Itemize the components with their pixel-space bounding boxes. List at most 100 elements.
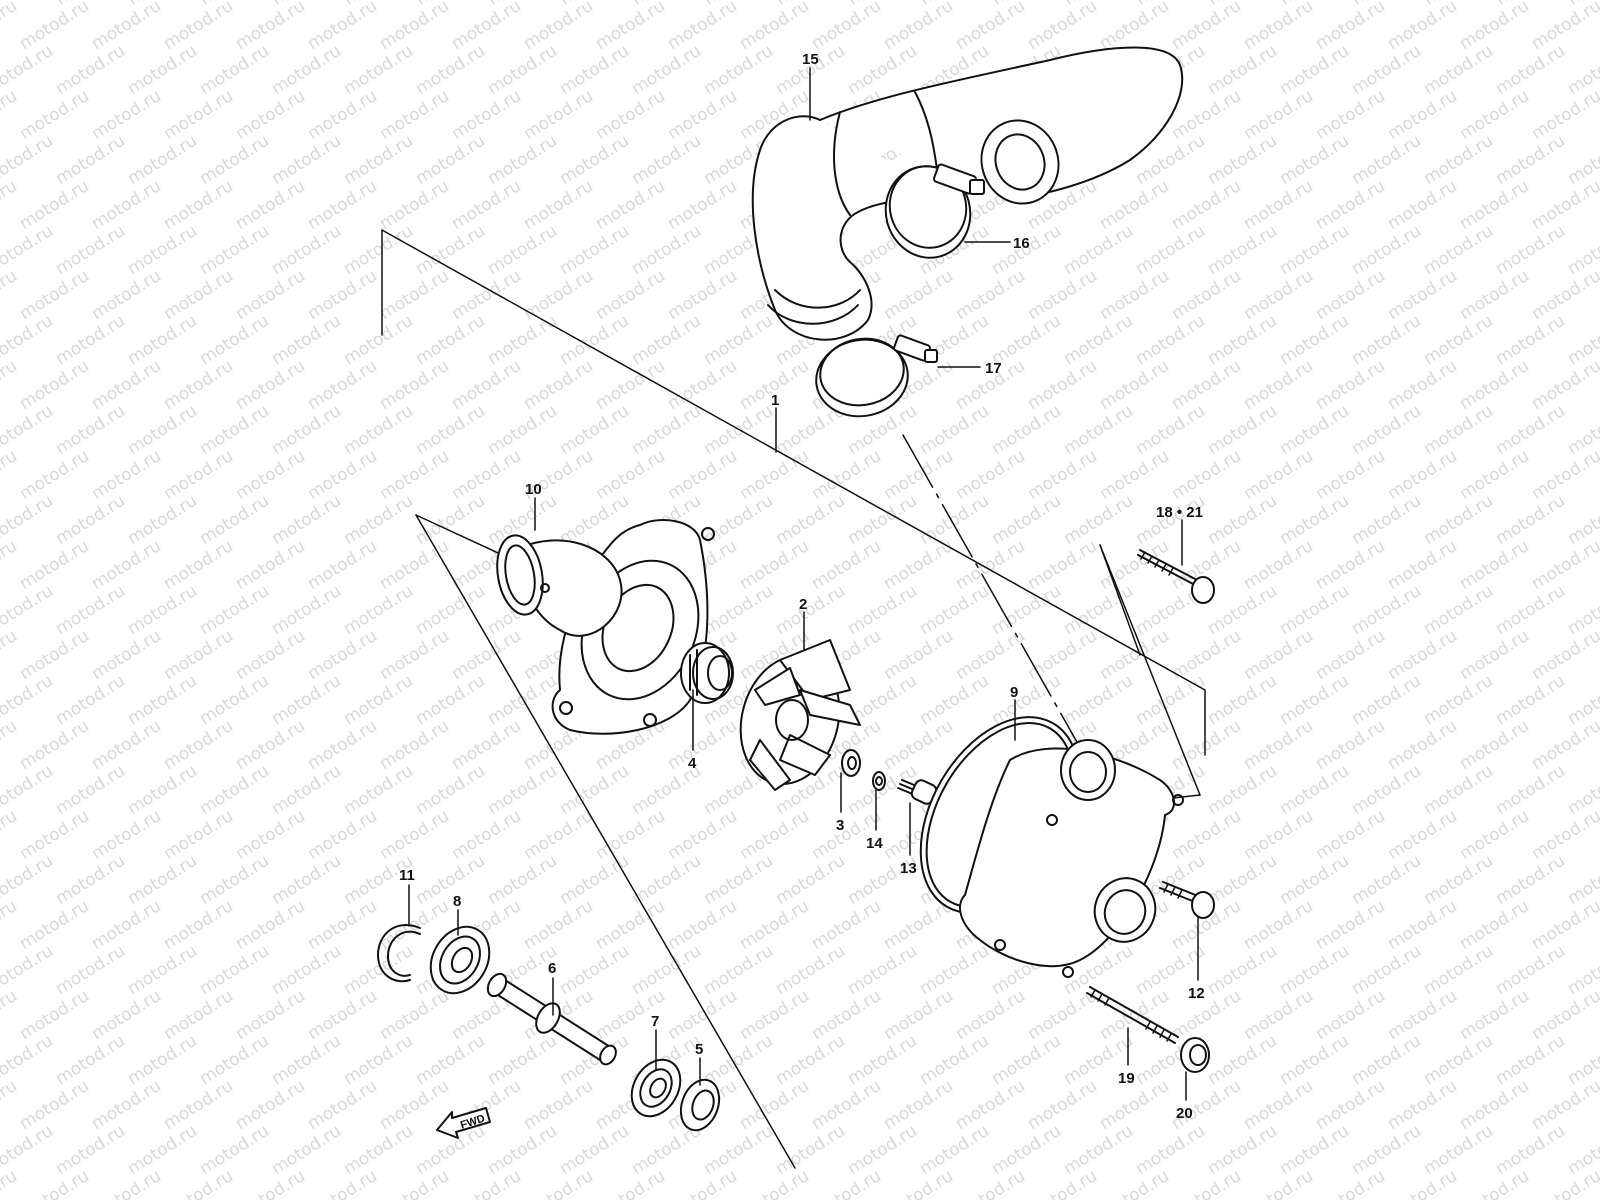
watermark-text: motod.ru [448, 806, 525, 864]
watermark-text: motod.ru [1384, 536, 1461, 594]
watermark-text: motod.ru [1060, 311, 1137, 369]
watermark-text: motod.ru [52, 1031, 129, 1089]
watermark-text: motod.ru [1168, 266, 1245, 324]
watermark-text: motod.ru [844, 491, 921, 549]
watermark-text: motod.ru [1456, 266, 1533, 324]
watermark-text: motod.ru [412, 401, 489, 459]
watermark-text: motod.ru [736, 1076, 813, 1134]
watermark-text: motod.ru [484, 671, 561, 729]
watermark-text: motod.ru [448, 356, 525, 414]
watermark-text: motod.ru [1384, 896, 1461, 954]
callout-8: 8 [453, 893, 461, 910]
watermark-text: motod.ru [1312, 176, 1389, 234]
watermark-text: motod.ru [844, 1121, 921, 1179]
watermark-text: motod.ru [1240, 806, 1317, 864]
watermark-text: motod.ru [556, 851, 633, 909]
watermark-text: motod.ru [160, 896, 237, 954]
watermark-text: motod.ru [1420, 131, 1497, 189]
watermark-text: motod.ru [484, 851, 561, 909]
watermark-text: motod.ru [1492, 491, 1569, 549]
watermark-text: motod.ru [1276, 851, 1353, 909]
seal-5-part [679, 1078, 721, 1132]
watermark-text: motod.ru [160, 266, 237, 324]
watermark-text: motod.ru [232, 896, 309, 954]
watermark-text: motod.ru [1204, 131, 1281, 189]
watermark-text: motod.ru [700, 1031, 777, 1089]
watermark-text: motod.ru [1420, 671, 1497, 729]
watermark-text: motod.ru [304, 986, 381, 1044]
watermark-text: motod.ru [16, 446, 93, 504]
watermark-text: motod.ru [376, 626, 453, 684]
watermark-text: motod.ru [340, 581, 417, 639]
watermark-text: motod.ru [124, 671, 201, 729]
watermark-text: motod.ru [1024, 356, 1101, 414]
watermark-text: motod.ru [1492, 131, 1569, 189]
watermark-text: motod.ru [1348, 131, 1425, 189]
watermark-text: motod.ru [16, 86, 93, 144]
watermark-text: motod.ru [1024, 536, 1101, 594]
watermark-text: motod.ru [1420, 1121, 1497, 1179]
watermark-text: motod.ru [376, 266, 453, 324]
watermark-text: motod.ru [448, 0, 525, 54]
watermark-text: motod.ru [592, 446, 669, 504]
watermark-text: motod.ru [1168, 1166, 1245, 1200]
watermark-text: motod.ru [1456, 626, 1533, 684]
watermark-text: motod.ru [196, 1121, 273, 1179]
watermark-text: motod.ru [916, 941, 993, 999]
watermark-text: motod.ru [1456, 446, 1533, 504]
watermark-text: motod.ru [304, 266, 381, 324]
watermark-text: motod.ru [484, 1031, 561, 1089]
watermark-text: motod.ru [304, 86, 381, 144]
watermark-text: motod.ru [520, 1076, 597, 1134]
watermark-text: motod.ru [124, 41, 201, 99]
watermark-text: motod.ru [700, 1121, 777, 1179]
watermark-text: motod.ru [1240, 716, 1317, 774]
watermark-text: motod.ru [268, 221, 345, 279]
watermark-text: motod.ru [628, 401, 705, 459]
watermark-text: motod.ru [880, 626, 957, 684]
watermark-text: motod.ru [736, 446, 813, 504]
callout-13: 13 [900, 860, 917, 877]
watermark-text: motod.ru [88, 356, 165, 414]
watermark-text: motod.ru [1528, 536, 1600, 594]
watermark-text: motod.ru [0, 806, 21, 864]
mechanical-seal-part [680, 642, 734, 704]
watermark-text: motod.ru [268, 671, 345, 729]
watermark-text: motod.ru [1132, 221, 1209, 279]
watermark-text: motod.ru [1312, 986, 1389, 1044]
watermark-text: motod.ru [1348, 491, 1425, 549]
watermark-text: motod.ru [736, 986, 813, 1044]
watermark-text: motod.ru [700, 41, 777, 99]
watermark-text: motod.ru [88, 896, 165, 954]
watermark-text: motod.ru [1384, 86, 1461, 144]
watermark-text: motod.ru [1204, 221, 1281, 279]
watermark-text: motod.ru [1204, 41, 1281, 99]
watermark-text: motod.ru [556, 221, 633, 279]
watermark-text: motod.ru [1276, 311, 1353, 369]
watermark-text: motod.ru [1276, 491, 1353, 549]
callout-7: 7 [651, 1013, 659, 1030]
watermark-text: motod.ru [1024, 626, 1101, 684]
watermark-text: motod.ru [196, 491, 273, 549]
watermark-text: motod.ru [268, 1121, 345, 1179]
watermark-text: motod.ru [916, 401, 993, 459]
watermark-text: motod.ru [556, 941, 633, 999]
watermark-text: motod.ru [1060, 401, 1137, 459]
watermark-text: motod.ru [88, 536, 165, 594]
watermark-text: motod.ru [520, 896, 597, 954]
watermark-text: motod.ru [1204, 851, 1281, 909]
watermark-text: motod.ru [592, 806, 669, 864]
watermark-text: motod.ru [628, 941, 705, 999]
watermark-text: motod.ru [1456, 806, 1533, 864]
watermark-text: motod.ru [520, 356, 597, 414]
watermark-text: motod.ru [88, 626, 165, 684]
watermark-text: motod.ru [412, 41, 489, 99]
watermark-text: motod.ru [88, 1166, 165, 1200]
watermark-text: motod.ru [700, 311, 777, 369]
watermark-text: motod.ru [772, 581, 849, 639]
watermark-text: motod.ru [124, 941, 201, 999]
watermark-text: motod.ru [1528, 806, 1600, 864]
watermark-text: motod.ru [1024, 1166, 1101, 1200]
